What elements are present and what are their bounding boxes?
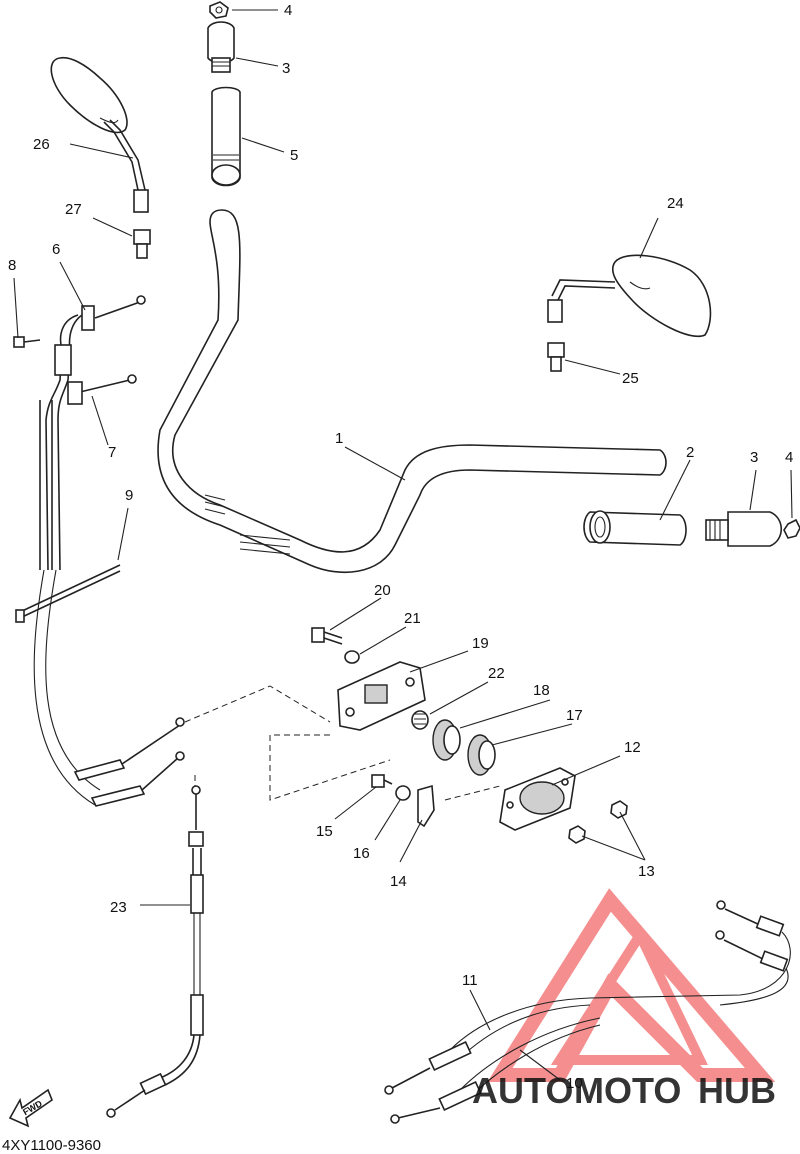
callout-4-right: 4 [785, 449, 793, 466]
screw-15 [371, 774, 393, 788]
callout-14: 14 [390, 873, 407, 890]
cable-10 [390, 930, 789, 1124]
callout-3-right: 3 [750, 449, 758, 466]
right-mirror-adapter [547, 342, 565, 372]
callout-5: 5 [290, 147, 298, 164]
callout-13: 13 [638, 863, 655, 880]
right-mirror [547, 254, 712, 338]
watermark-text: AUTO MOTO HUB [472, 1070, 776, 1111]
callout-2: 2 [686, 444, 694, 461]
watermark-auto: AUTO [472, 1070, 573, 1111]
callout-15: 15 [316, 823, 333, 840]
callout-10: 10 [566, 1075, 583, 1092]
washer-16 [395, 785, 411, 801]
bolt-20 [311, 627, 343, 645]
diagram-code: 4XY1100-9360 [2, 1137, 101, 1154]
callout-1: 1 [335, 430, 343, 447]
callout-9: 9 [125, 487, 133, 504]
callout-24: 24 [667, 195, 684, 212]
fwd-arrow-icon: FWD [8, 1088, 53, 1128]
housing-12 [499, 767, 576, 831]
callout-7: 7 [108, 444, 116, 461]
right-end-nut [783, 518, 800, 539]
nuts-13 [568, 800, 628, 844]
watermark-moto: MOTO [574, 1070, 681, 1111]
callout-18: 18 [533, 682, 550, 699]
cable-23 [106, 785, 204, 1118]
throttle-cable-run [33, 569, 185, 807]
top-end-nut [209, 1, 229, 19]
callout-26: 26 [33, 136, 50, 153]
callout-11: 11 [462, 972, 478, 989]
cable-11 [384, 900, 791, 1095]
throttle-cable-upper [45, 295, 146, 571]
left-mirror [50, 56, 149, 213]
callout-20: 20 [374, 582, 391, 599]
right-bar-end-weight [705, 511, 783, 547]
clip-14 [417, 784, 435, 828]
callout-6: 6 [52, 241, 60, 258]
callout-12: 12 [624, 739, 641, 756]
callout-8: 8 [8, 257, 16, 274]
callout-3-top: 3 [282, 60, 290, 77]
watermark-logo [487, 888, 776, 1082]
holder-19 [337, 661, 426, 731]
left-grip [211, 86, 241, 187]
callout-19: 19 [472, 635, 489, 652]
logo-triangle-outer [487, 888, 776, 1082]
callout-17: 17 [566, 707, 583, 724]
top-bar-end-weight [207, 21, 235, 73]
knurl-marks [204, 494, 291, 555]
screw-8 [13, 336, 41, 348]
leader-lines [13, 9, 793, 1081]
callout-25: 25 [622, 370, 639, 387]
spring-22 [411, 710, 429, 730]
callout-4-top: 4 [284, 2, 292, 19]
cable-tie-9 [15, 564, 121, 623]
callout-27: 27 [65, 201, 82, 218]
left-mirror-adapter [133, 229, 151, 259]
washer-21 [344, 650, 360, 664]
right-grip [583, 510, 687, 546]
callout-23: 23 [110, 899, 127, 916]
callout-16: 16 [353, 845, 370, 862]
throttle-cable-lower [39, 374, 137, 570]
pulley-17 [467, 734, 496, 776]
handlebar [157, 209, 667, 574]
watermark-hub: HUB [698, 1070, 776, 1111]
callout-labels: 1 2 3 3 4 4 5 6 7 8 9 10 11 12 13 14 15 … [8, 2, 793, 1092]
callout-21: 21 [404, 610, 421, 627]
pulley-18 [432, 719, 461, 761]
callout-22: 22 [488, 665, 505, 682]
